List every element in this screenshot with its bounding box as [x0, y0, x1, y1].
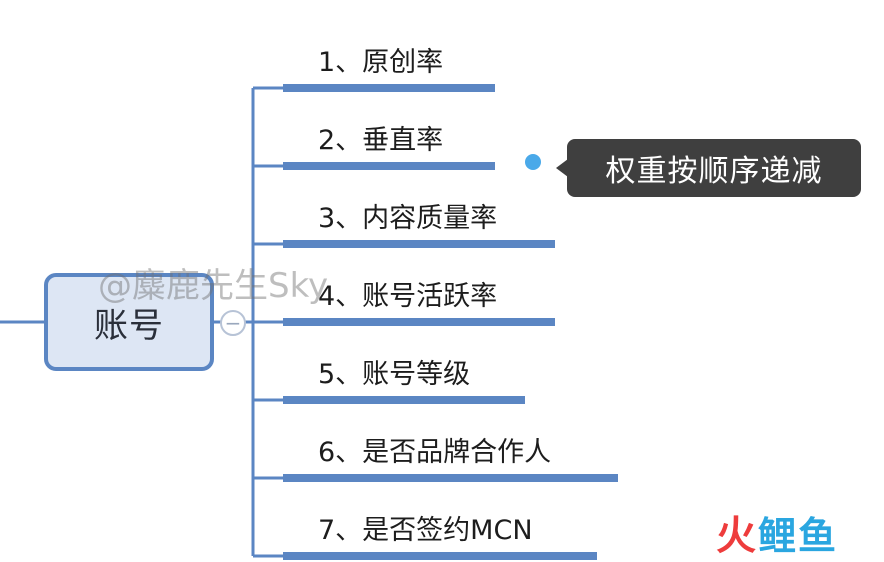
- branch-underline-5: [283, 396, 525, 404]
- logo-text: 鲤鱼: [758, 514, 839, 558]
- root-label: 账号: [94, 305, 164, 346]
- callout-pointer: [556, 159, 568, 177]
- site-logo: 火 鲤鱼: [716, 514, 866, 558]
- minus-icon: −: [224, 311, 242, 335]
- callout-text: 权重按顺序递减: [605, 154, 823, 189]
- collapse-toggle-button[interactable]: −: [220, 310, 246, 336]
- branch-label-2[interactable]: 2、垂直率: [318, 125, 444, 156]
- branch-label-5[interactable]: 5、账号等级: [318, 359, 471, 390]
- branch-underline-1: [283, 84, 495, 92]
- branch-underline-2: [283, 162, 495, 170]
- branch-underline-4: [283, 318, 555, 326]
- branch-label-1[interactable]: 1、原创率: [318, 47, 444, 78]
- watermark-text: @麋鹿先生Sky: [98, 266, 329, 306]
- callout-box[interactable]: 权重按顺序递减: [567, 139, 861, 197]
- callout-anchor-dot: [525, 154, 541, 170]
- branch-underline-3: [283, 240, 555, 248]
- branch-underline-7: [283, 552, 597, 560]
- branch-label-7[interactable]: 7、是否签约MCN: [318, 515, 533, 546]
- root-node[interactable]: 账号: [44, 273, 214, 371]
- branch-label-3[interactable]: 3、内容质量率: [318, 203, 498, 234]
- branch-label-6[interactable]: 6、是否品牌合作人: [318, 437, 552, 468]
- branch-underline-6: [283, 474, 618, 482]
- branch-label-4[interactable]: 4、账号活跃率: [318, 281, 498, 312]
- fire-logo-icon: 火: [716, 513, 756, 559]
